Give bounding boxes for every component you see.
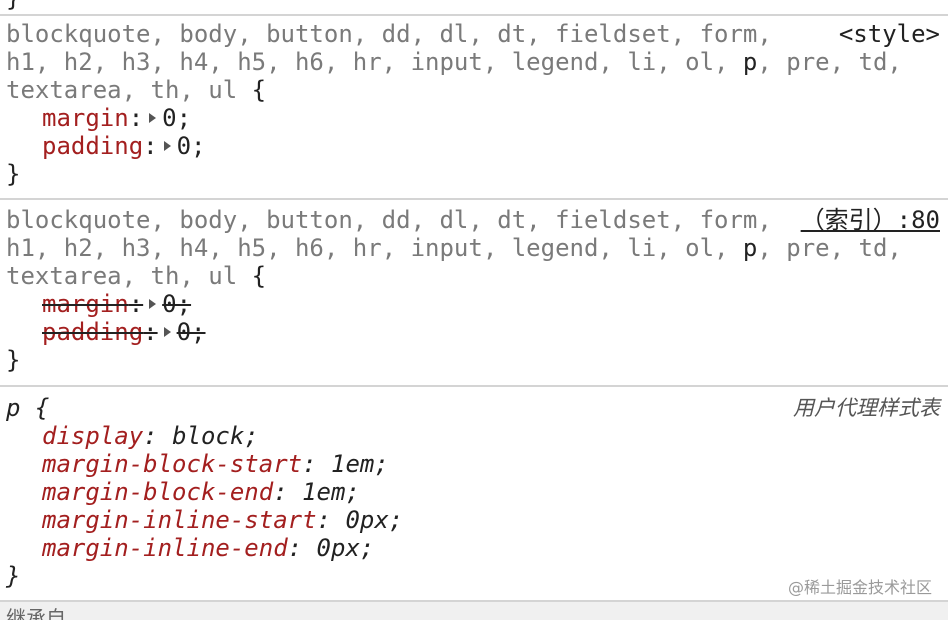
property-name[interactable]: margin-block-end (42, 478, 274, 506)
property-value[interactable]: block; (172, 422, 259, 450)
property-value[interactable]: 1em; (331, 450, 389, 478)
selector-text: p (6, 394, 21, 422)
declaration-margin-block-end[interactable]: margin-block-end: 1em; (42, 478, 360, 506)
property-value[interactable]: 0px; (345, 506, 404, 534)
selector-line[interactable]: textarea, th, ul { (6, 76, 942, 104)
open-brace: { (237, 76, 267, 104)
declaration-display[interactable]: display: block; (42, 422, 259, 450)
declaration-margin-inline-start[interactable]: margin-inline-start: 0px; (42, 506, 404, 534)
selector-line[interactable]: h1, h2, h3, h4, h5, h6, hr, input, legen… (6, 234, 942, 262)
property-value[interactable]: 0; (176, 318, 206, 346)
selector-line[interactable]: p { (6, 394, 942, 422)
selector-line[interactable]: blockquote, body, button, dd, dl, dt, fi… (6, 206, 942, 234)
property-name[interactable]: padding (42, 318, 144, 346)
open-brace: { (20, 394, 50, 422)
selector-text: blockquote, body, button, dd, dl, dt, fi… (6, 206, 772, 234)
property-value[interactable]: 0; (162, 104, 192, 132)
selector-text: blockquote, body, button, dd, dl, dt, fi… (6, 20, 772, 48)
property-name[interactable]: margin (42, 290, 129, 318)
selector-text: h1, h2, h3, h4, h5, h6, hr, input, legen… (6, 234, 743, 262)
declaration-padding-overridden[interactable]: padding:0; (42, 318, 206, 346)
expand-arrow-icon[interactable] (149, 113, 157, 123)
declaration-margin-inline-end[interactable]: margin-inline-end: 0px; (42, 534, 375, 562)
declaration-margin[interactable]: margin:0; (42, 104, 192, 132)
property-name[interactable]: padding (42, 132, 144, 160)
style-rule-inline: blockquote, body, button, dd, dl, dt, fi… (6, 20, 942, 188)
property-value[interactable]: 0px; (316, 534, 375, 562)
matched-selector: p (742, 48, 758, 76)
selector-text: textarea, th, ul (6, 76, 238, 104)
property-name[interactable]: margin-inline-end (42, 534, 288, 562)
declaration-margin-overridden[interactable]: margin:0; (42, 290, 192, 318)
selector-line[interactable]: textarea, th, ul { (6, 262, 942, 290)
property-value[interactable]: 0; (162, 290, 192, 318)
rule-divider (0, 14, 948, 16)
selector-line[interactable]: h1, h2, h3, h4, h5, h6, hr, input, legen… (6, 48, 942, 76)
user-agent-rule: p { display: block; margin-block-start: … (6, 394, 942, 590)
expand-arrow-icon[interactable] (149, 299, 157, 309)
declaration-padding[interactable]: padding:0; (42, 132, 206, 160)
selector-text: textarea, th, ul (6, 262, 238, 290)
previous-rule-close-brace: } (6, 0, 20, 12)
user-agent-stylesheet-label: 用户代理样式表 (793, 396, 940, 420)
rule-divider (0, 385, 948, 387)
selector-text: h1, h2, h3, h4, h5, h6, hr, input, legen… (6, 48, 743, 76)
property-name[interactable]: display (42, 422, 144, 450)
close-brace: } (6, 160, 21, 188)
property-name[interactable]: margin-block-start (42, 450, 303, 478)
expand-arrow-icon[interactable] (163, 327, 171, 337)
selector-text: , pre, td, (757, 234, 902, 262)
rule-divider (0, 198, 948, 200)
selector-text: , pre, td, (757, 48, 902, 76)
property-name[interactable]: margin (42, 104, 129, 132)
property-value[interactable]: 1em; (302, 478, 360, 506)
property-name[interactable]: margin-inline-start (42, 506, 317, 534)
inherited-from-label: 继承自 (6, 606, 66, 620)
selector-line[interactable]: blockquote, body, button, dd, dl, dt, fi… (6, 20, 942, 48)
stylesheet-source-label[interactable]: <style> (838, 20, 940, 48)
property-value[interactable]: 0; (176, 132, 206, 160)
matched-selector: p (742, 234, 758, 262)
expand-arrow-icon[interactable] (163, 141, 171, 151)
stylesheet-source-link[interactable]: （索引）:80 (800, 206, 940, 234)
watermark-text: @稀土掘金技术社区 (787, 578, 932, 597)
open-brace: { (237, 262, 267, 290)
inherited-section-header: 继承自 (0, 600, 948, 620)
close-brace: } (6, 346, 21, 374)
declaration-margin-block-start[interactable]: margin-block-start: 1em; (42, 450, 389, 478)
close-brace: } (6, 562, 21, 590)
stylesheet-rule-overridden: blockquote, body, button, dd, dl, dt, fi… (6, 206, 942, 374)
